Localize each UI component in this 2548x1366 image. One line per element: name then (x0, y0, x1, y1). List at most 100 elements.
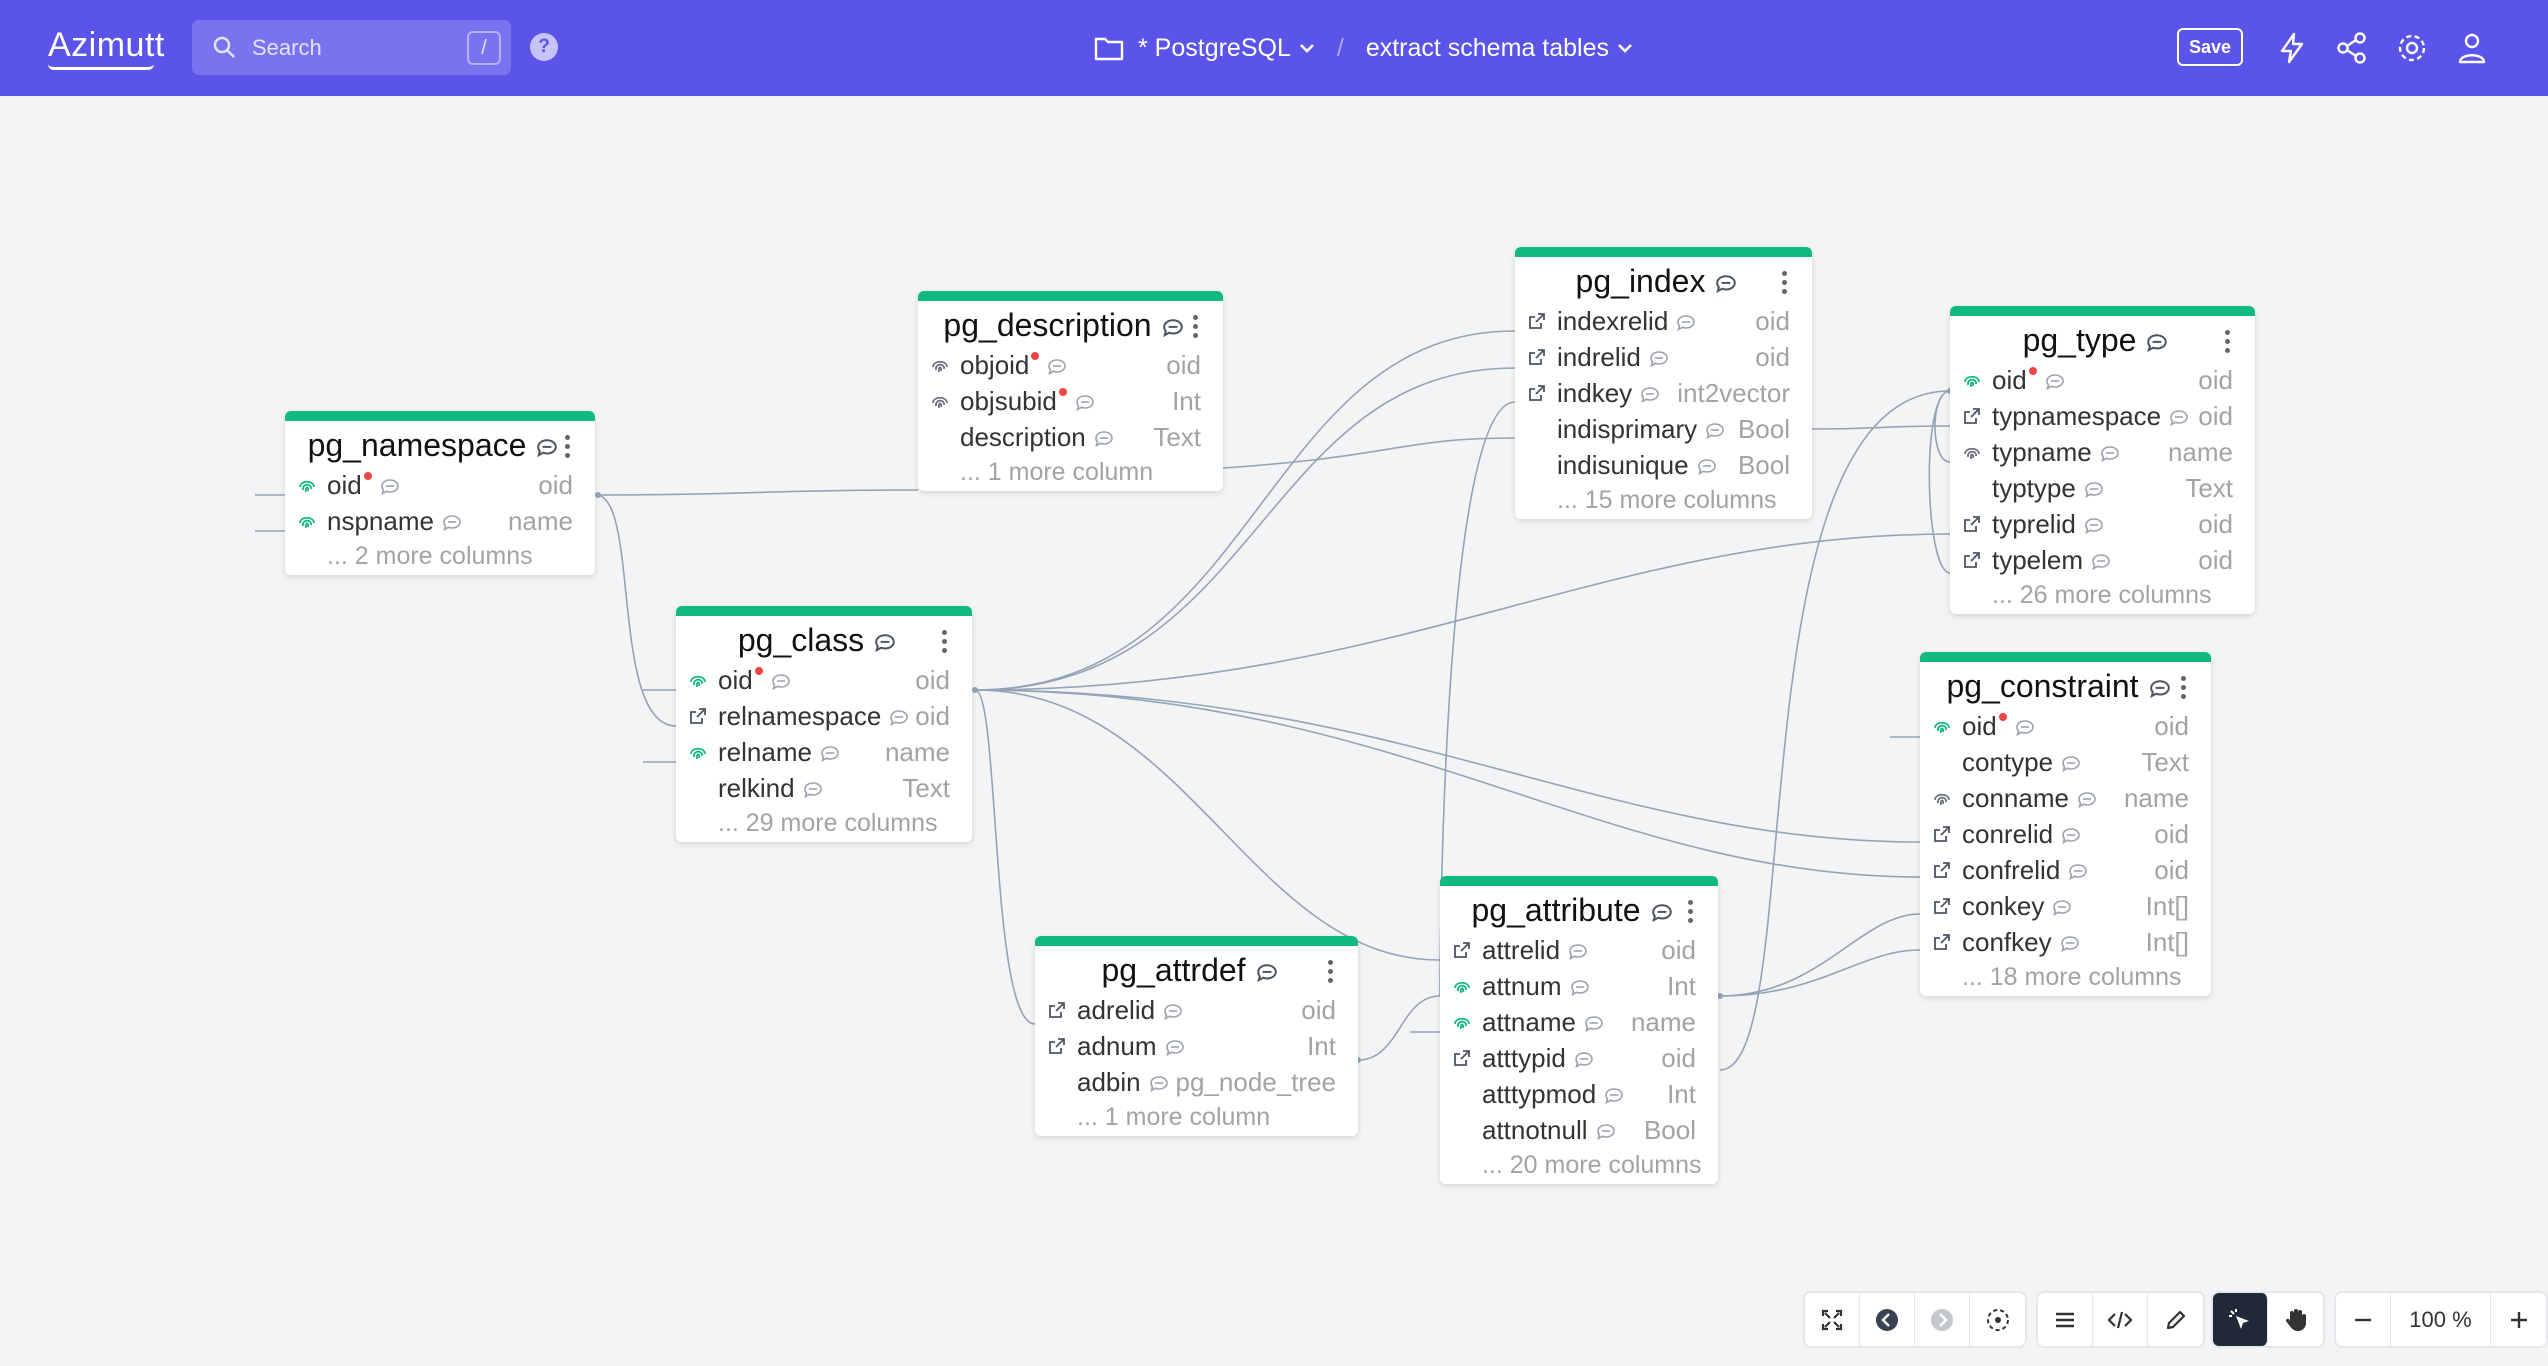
comment-icon[interactable] (1094, 430, 1114, 448)
table-header[interactable]: pg_namespace (285, 421, 595, 467)
table-menu-icon[interactable] (2181, 676, 2187, 703)
link-namespace-class[interactable] (595, 494, 677, 727)
comment-icon[interactable] (1651, 903, 1673, 923)
comment-icon[interactable] (2015, 719, 2035, 737)
comment-icon[interactable] (1570, 979, 1590, 997)
link-description-index[interactable] (1222, 437, 1516, 469)
layout-name[interactable]: extract schema tables (1365, 33, 1609, 62)
comment-icon[interactable] (1715, 274, 1737, 294)
comment-icon[interactable] (1149, 1075, 1169, 1093)
comment-icon[interactable] (874, 633, 896, 653)
link-namespace-description[interactable] (595, 489, 919, 496)
table-menu-icon[interactable] (1688, 900, 1694, 927)
comment-icon[interactable] (2061, 755, 2081, 773)
link-class-type[interactable] (974, 533, 1951, 691)
comment-icon[interactable] (1640, 386, 1660, 404)
comment-icon[interactable] (820, 745, 840, 763)
more-columns-link[interactable]: ... 29 more columns (718, 809, 938, 837)
arrange-button[interactable] (1970, 1293, 2025, 1346)
more-columns-link[interactable]: ... 20 more columns (1482, 1151, 1702, 1179)
comment-icon[interactable] (2149, 679, 2171, 699)
undo-button[interactable] (1860, 1293, 1915, 1346)
source-code-button[interactable] (2093, 1293, 2148, 1346)
lightning-icon[interactable] (2272, 28, 2312, 68)
redo-button[interactable] (1915, 1293, 1970, 1346)
comment-icon[interactable] (1604, 1087, 1624, 1105)
comment-icon[interactable] (1165, 1039, 1185, 1057)
more-columns-link[interactable]: ... 26 more columns (1992, 581, 2212, 609)
comment-icon[interactable] (1568, 943, 1588, 961)
fit-to-screen-button[interactable] (1805, 1293, 1860, 1346)
link-class-constraint-confrelid[interactable] (974, 689, 1921, 878)
more-columns-link[interactable]: ... 1 more column (960, 458, 1154, 486)
table-list-button[interactable] (2038, 1293, 2093, 1346)
zoom-level[interactable]: 100 % (2391, 1293, 2491, 1346)
gear-icon[interactable] (2392, 28, 2432, 68)
pan-mode-button[interactable] (2268, 1293, 2323, 1346)
comment-icon[interactable] (1705, 422, 1725, 440)
app-logo[interactable]: Azimutt (48, 26, 165, 70)
more-columns-link[interactable]: ... 15 more columns (1557, 486, 1777, 514)
comment-icon[interactable] (1649, 350, 1669, 368)
search-box[interactable]: Search / (192, 20, 511, 75)
comment-icon[interactable] (2084, 517, 2104, 535)
comment-icon[interactable] (771, 673, 791, 691)
link-type-typname[interactable] (1934, 390, 1951, 463)
edit-button[interactable] (2148, 1293, 2203, 1346)
link-type-attribute[interactable] (1719, 390, 1951, 1071)
comment-icon[interactable] (1697, 458, 1717, 476)
more-columns-link[interactable]: ... 18 more columns (1962, 963, 2182, 991)
link-attribute-constraint-confkey[interactable] (1719, 949, 1921, 997)
comment-icon[interactable] (1256, 963, 1278, 983)
zoom-out-button[interactable] (2336, 1293, 2391, 1346)
help-icon[interactable]: ? (530, 33, 558, 61)
comment-icon[interactable] (2146, 333, 2168, 353)
select-mode-button[interactable] (2213, 1293, 2268, 1346)
table-header[interactable]: pg_description (918, 301, 1223, 347)
project-name[interactable]: * PostgreSQL (1138, 33, 1291, 62)
comment-icon[interactable] (536, 438, 558, 458)
more-columns-link[interactable]: ... 1 more column (1077, 1103, 1271, 1131)
table-menu-icon[interactable] (942, 630, 948, 657)
zoom-in-button[interactable] (2491, 1293, 2546, 1346)
link-attrdef-attribute[interactable] (1357, 995, 1441, 1061)
link-class-attribute[interactable] (974, 689, 1441, 961)
link-attribute-constraint-conkey[interactable] (1719, 913, 1921, 997)
comment-icon[interactable] (1075, 394, 1095, 412)
comment-icon[interactable] (1596, 1123, 1616, 1141)
comment-icon[interactable] (380, 478, 400, 496)
link-index-type[interactable] (1811, 425, 1951, 430)
comment-icon[interactable] (2061, 827, 2081, 845)
link-class-index-indrelid[interactable] (974, 367, 1516, 691)
save-button[interactable]: Save (2177, 28, 2243, 66)
comment-icon[interactable] (2045, 373, 2065, 391)
